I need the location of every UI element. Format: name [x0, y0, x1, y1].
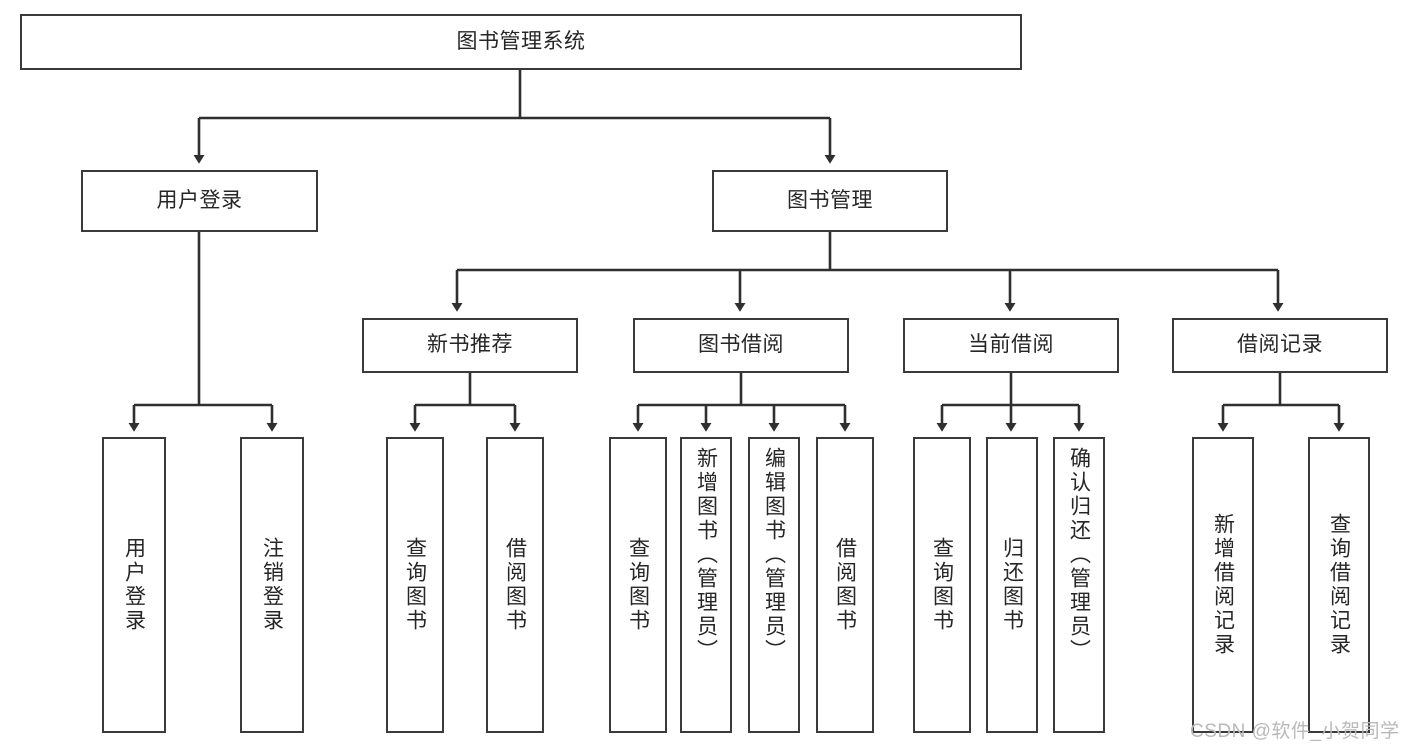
node-leaf-query-book-2[interactable]: 查询图书	[609, 437, 667, 733]
node-leaf-add-book-label: 新增图书（管理员）	[694, 447, 718, 663]
node-new-book-rec[interactable]: 新书推荐	[362, 318, 578, 373]
node-book-manage-label: 图书管理	[787, 188, 873, 212]
node-leaf-query-record-label: 查询借阅记录	[1327, 513, 1351, 657]
node-leaf-add-book[interactable]: 新增图书（管理员）	[680, 437, 732, 733]
csdn-watermark: CSDN @软件_小贺同学	[1190, 721, 1400, 742]
node-leaf-add-record-label: 新增借阅记录	[1211, 513, 1235, 657]
node-leaf-user-logout-label: 注销登录	[260, 537, 284, 633]
node-leaf-confirm-return[interactable]: 确认归还（管理员）	[1053, 437, 1105, 733]
node-book-borrow-label: 图书借阅	[698, 333, 784, 357]
node-leaf-add-record[interactable]: 新增借阅记录	[1192, 437, 1254, 733]
node-root-label: 图书管理系统	[456, 29, 586, 53]
node-user-login-label: 用户登录	[156, 188, 243, 212]
node-leaf-borrow-book-1-label: 借阅图书	[503, 537, 527, 633]
node-leaf-edit-book[interactable]: 编辑图书（管理员）	[748, 437, 800, 733]
node-leaf-user-logout[interactable]: 注销登录	[240, 437, 304, 733]
node-leaf-return-book[interactable]: 归还图书	[986, 437, 1038, 733]
node-leaf-query-book-1[interactable]: 查询图书	[386, 437, 444, 733]
node-leaf-confirm-return-label: 确认归还（管理员）	[1067, 447, 1091, 663]
node-borrow-record[interactable]: 借阅记录	[1172, 318, 1388, 373]
node-current-borrow[interactable]: 当前借阅	[903, 318, 1119, 373]
node-leaf-return-book-label: 归还图书	[1000, 537, 1024, 633]
node-new-book-rec-label: 新书推荐	[427, 333, 513, 357]
node-book-borrow[interactable]: 图书借阅	[633, 318, 849, 373]
node-leaf-query-record[interactable]: 查询借阅记录	[1308, 437, 1370, 733]
node-leaf-query-book-3-label: 查询图书	[930, 537, 954, 633]
node-leaf-borrow-book-2-label: 借阅图书	[833, 537, 857, 633]
node-user-login[interactable]: 用户登录	[81, 170, 318, 232]
node-leaf-borrow-book-1[interactable]: 借阅图书	[486, 437, 544, 733]
node-borrow-record-label: 借阅记录	[1237, 333, 1323, 357]
node-leaf-borrow-book-2[interactable]: 借阅图书	[816, 437, 874, 733]
node-current-borrow-label: 当前借阅	[968, 333, 1054, 357]
node-book-manage[interactable]: 图书管理	[712, 170, 948, 232]
node-leaf-query-book-1-label: 查询图书	[403, 537, 427, 633]
node-leaf-query-book-3[interactable]: 查询图书	[913, 437, 971, 733]
node-root[interactable]: 图书管理系统	[20, 14, 1022, 70]
node-leaf-query-book-2-label: 查询图书	[626, 537, 650, 633]
node-leaf-edit-book-label: 编辑图书（管理员）	[762, 447, 786, 663]
node-leaf-user-login[interactable]: 用户登录	[102, 437, 166, 733]
node-leaf-user-login-label: 用户登录	[122, 537, 146, 633]
